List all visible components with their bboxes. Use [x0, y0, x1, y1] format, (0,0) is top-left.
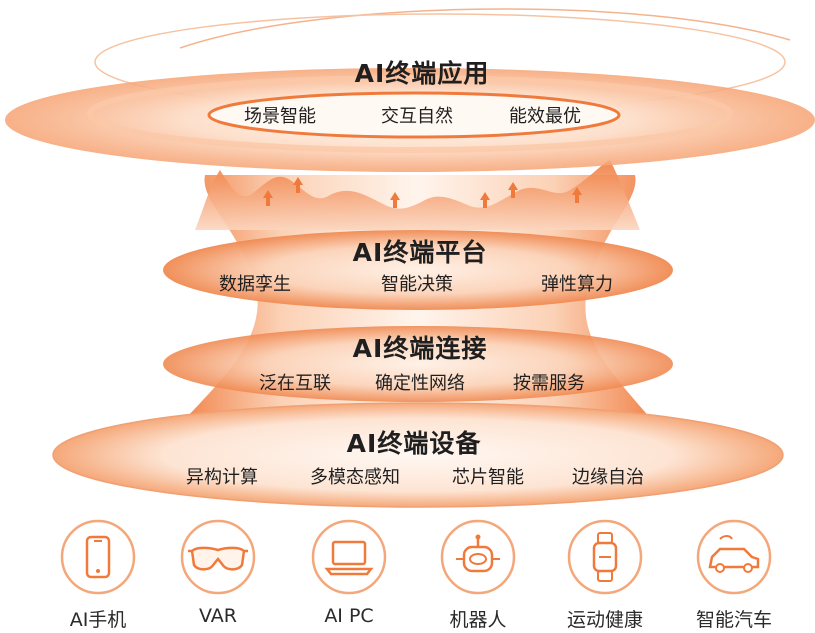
connection-layer-title: AI终端连接 [352, 334, 488, 363]
top-swirl-ring [179, 8, 791, 49]
application-feature-ring [207, 91, 621, 139]
laptop-icon [311, 519, 387, 595]
device-label-pc: AI PC [324, 605, 374, 627]
devices-feature-4: 边缘自治 [572, 467, 644, 488]
devices-disc [52, 402, 784, 508]
devices-feature-2: 多模态感知 [310, 467, 400, 488]
application-feature-2: 交互自然 [381, 106, 453, 127]
devices-feature-3: 芯片智能 [452, 467, 524, 488]
platform-disc [163, 230, 673, 310]
connection-feature-3: 按需服务 [513, 373, 585, 394]
connection-feature-1: 泛在互联 [259, 373, 331, 394]
platform-feature-3: 弹性算力 [541, 274, 613, 295]
vr-glasses-icon [180, 519, 256, 595]
devices-layer-title: AI终端设备 [346, 429, 482, 458]
platform-feature-2: 智能决策 [381, 274, 453, 295]
device-label-car: 智能汽车 [695, 609, 773, 631]
flame-shapes [195, 160, 640, 230]
car-icon [696, 519, 772, 595]
device-label-health: 运动健康 [566, 609, 644, 631]
smartwatch-icon [567, 519, 643, 595]
devices-feature-1: 异构计算 [186, 467, 258, 488]
application-disc-inner [87, 75, 733, 153]
platform-feature-1: 数据孪生 [219, 274, 291, 295]
device-label-vr: VAR [199, 605, 237, 627]
platform-layer-title: AI终端平台 [352, 238, 488, 267]
application-feature-3: 能效最优 [509, 106, 581, 127]
upward-arrows [263, 177, 582, 208]
robot-icon [440, 519, 516, 595]
device-label-robot: 机器人 [449, 609, 507, 631]
device-label-phone: AI手机 [69, 609, 127, 631]
phone-icon [60, 519, 136, 595]
connection-disc [163, 326, 673, 402]
application-layer-title: AI终端应用 [354, 59, 490, 88]
application-feature-1: 场景智能 [244, 106, 316, 127]
connection-feature-2: 确定性网络 [375, 373, 465, 394]
